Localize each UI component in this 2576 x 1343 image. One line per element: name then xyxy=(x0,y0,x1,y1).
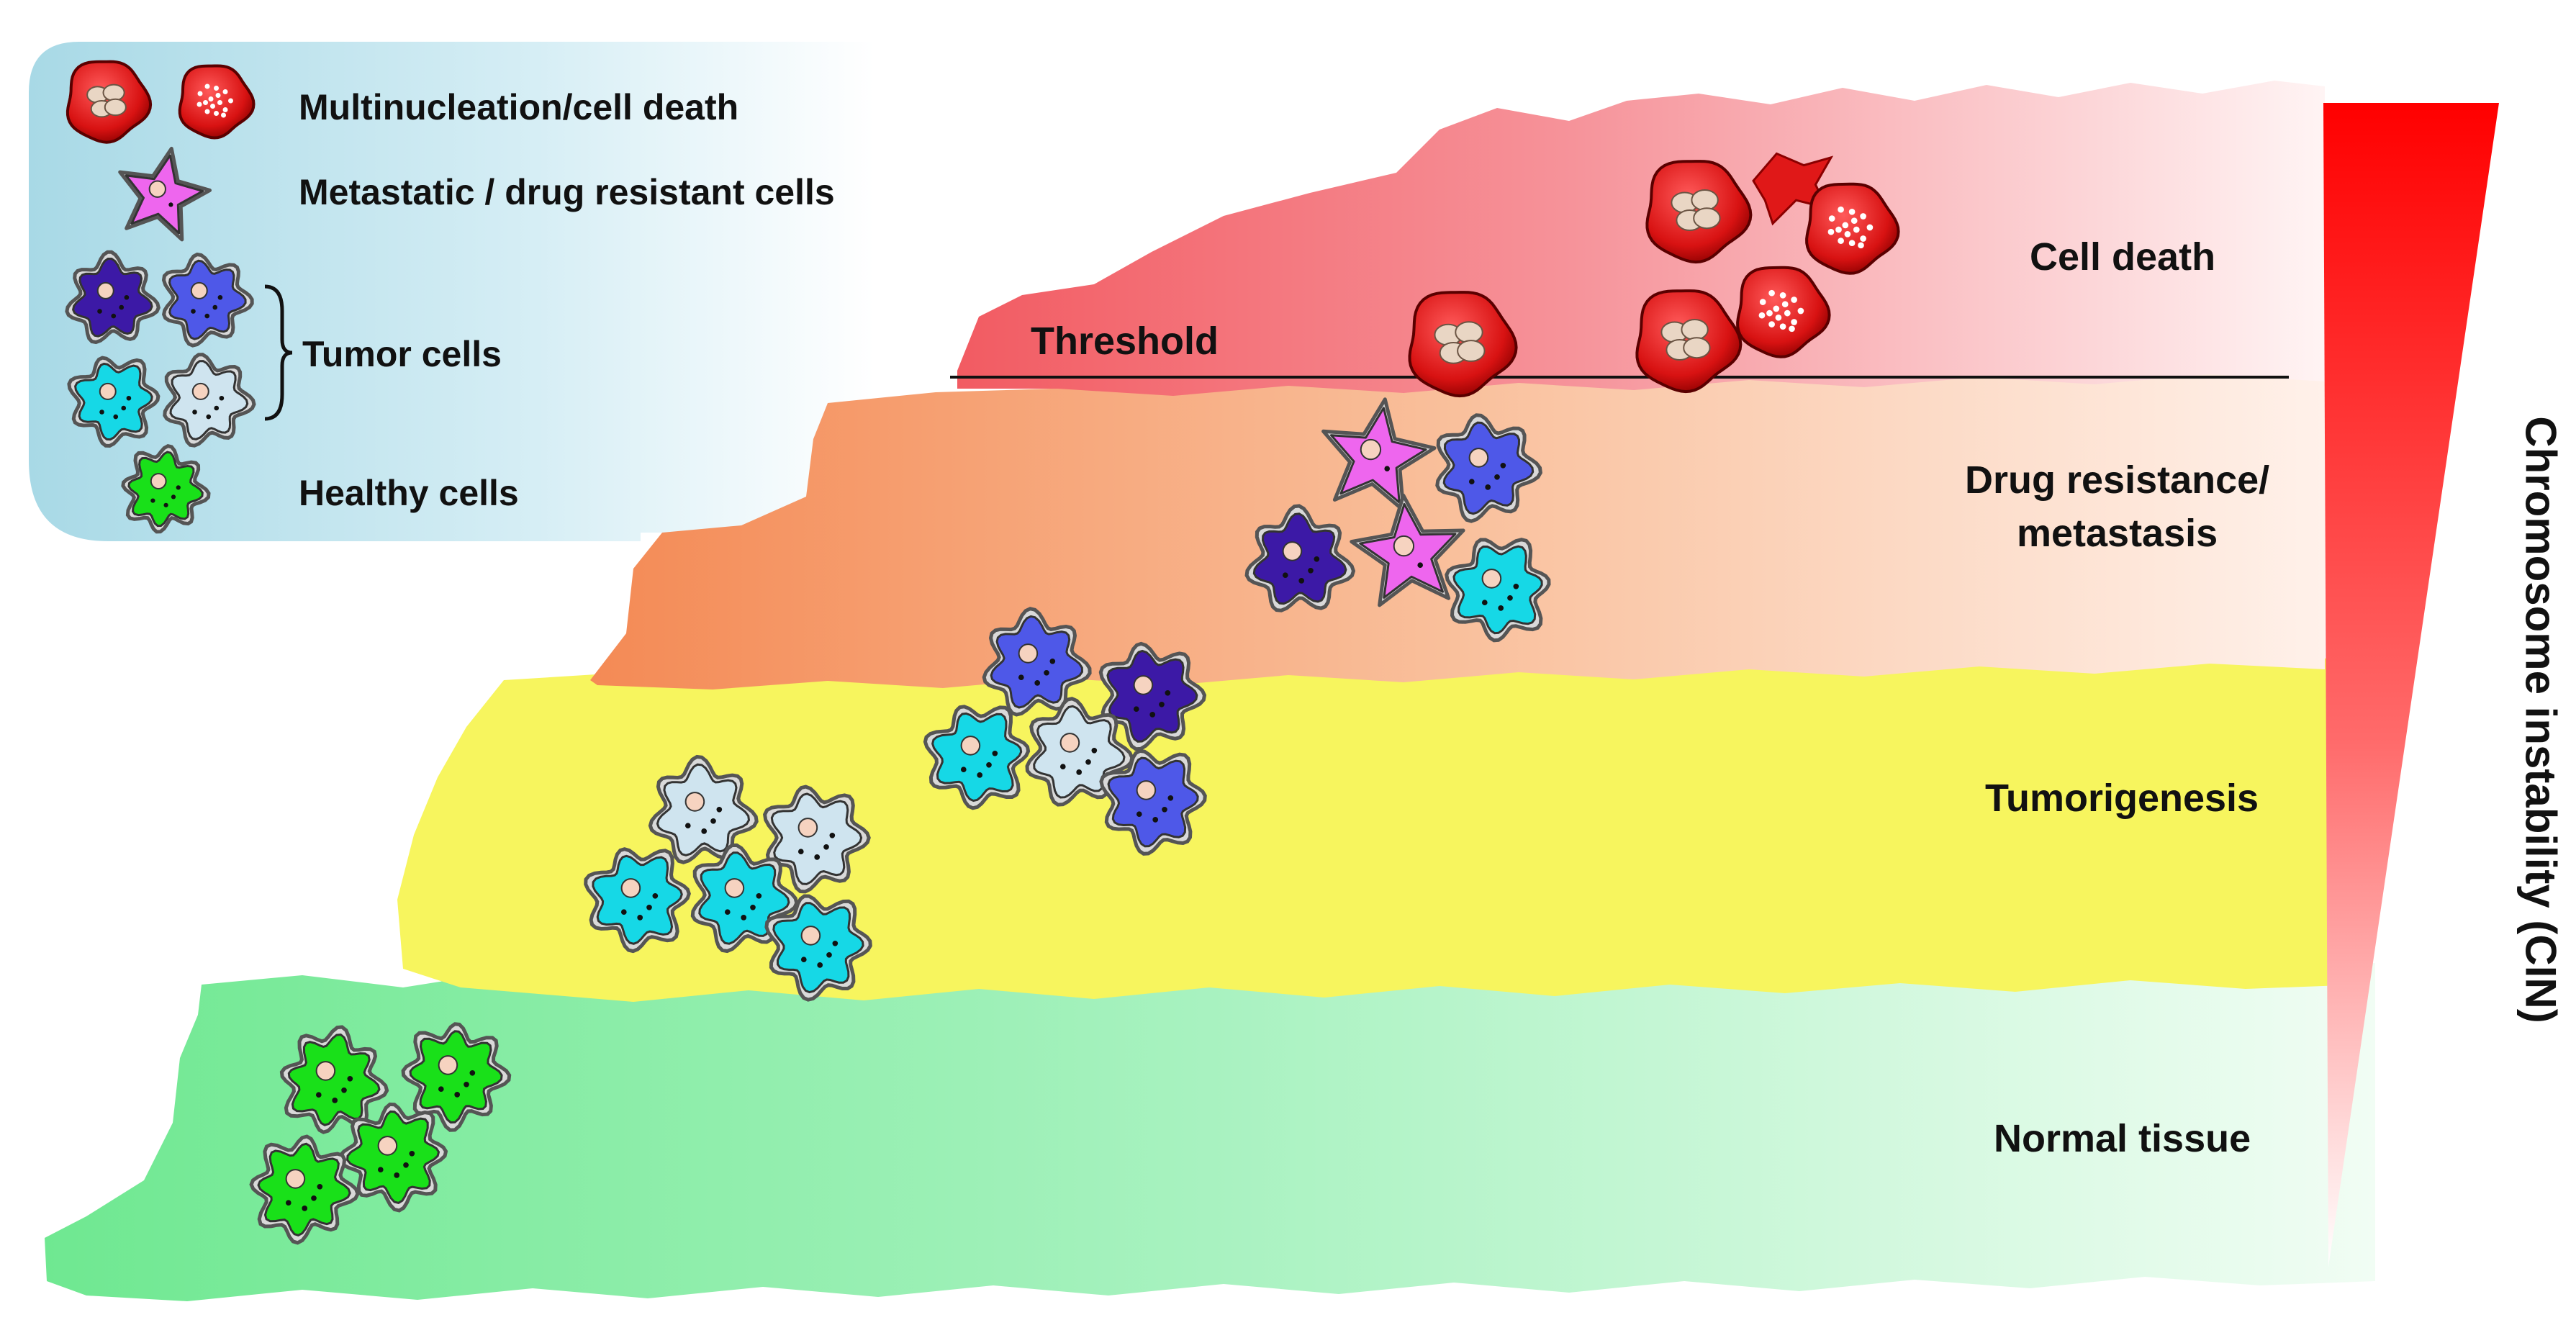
tumor-cell-cyan xyxy=(764,894,872,1002)
legend-icon-multinucleation xyxy=(65,60,153,144)
healthy-cell xyxy=(401,1022,512,1132)
axis-label-cin: Chromosome instability (CIN) xyxy=(2516,416,2565,1023)
tumor-cell-pale xyxy=(763,784,871,894)
stage-label-drug-resistance-line2: metastasis xyxy=(2016,512,2218,555)
tumor-cell-blue xyxy=(1099,749,1207,856)
legend-label-tumor: Tumor cells xyxy=(302,334,502,374)
stage-label-normal-tissue: Normal tissue xyxy=(1994,1117,2251,1160)
cell-layer xyxy=(65,60,1900,1245)
tumor-cell-cyan xyxy=(584,847,691,954)
tumor-cell-dark-purple xyxy=(1244,504,1356,612)
legend-icon-tumor-pale xyxy=(163,353,256,448)
stage-label-cell-death: Cell death xyxy=(2030,235,2216,279)
stage-label-tumorigenesis: Tumorigenesis xyxy=(1985,777,2259,820)
band-normal-tissue xyxy=(45,953,2375,1301)
dying-cell-multinucleated xyxy=(1635,289,1743,394)
band-cell-death xyxy=(957,81,2325,396)
dying-cell-multinucleated xyxy=(1645,160,1753,264)
healthy-cell xyxy=(338,1102,448,1213)
legend-icon-metastatic xyxy=(118,146,212,242)
legend-icon-tumor-blue xyxy=(161,252,254,348)
tumor-cell-cyan xyxy=(923,705,1031,810)
legend-icon-fragmented-cell xyxy=(178,64,256,140)
cin-gradient-wedge xyxy=(2323,103,2499,1267)
dying-cell-fragmented xyxy=(1736,266,1831,358)
stage-label-drug-resistance: Drug resistance/ metastasis xyxy=(1965,453,2269,560)
dying-cell-fragmented xyxy=(1805,182,1900,275)
stage-label-drug-resistance-line1: Drug resistance/ xyxy=(1965,458,2270,502)
metastatic-cell xyxy=(1350,493,1465,607)
legend-label-metastatic: Metastatic / drug resistant cells xyxy=(299,172,835,212)
legend-icon-tumor-cyan xyxy=(67,356,161,448)
band-tumorigenesis xyxy=(397,648,2368,1002)
legend-panel xyxy=(29,42,875,541)
tumor-cell-blue xyxy=(982,607,1092,717)
healthy-cell xyxy=(279,1025,389,1134)
healthy-cell xyxy=(249,1134,360,1245)
tumor-cells-bracket xyxy=(264,284,293,421)
tumor-cell-cyan xyxy=(1445,538,1551,643)
dying-cell-multinucleated xyxy=(1408,291,1518,398)
threshold-label: Threshold xyxy=(1031,320,1219,363)
metastatic-cell xyxy=(1321,397,1437,512)
tumor-cell-dark-purple xyxy=(1098,641,1207,751)
legend-label-healthy: Healthy cells xyxy=(299,473,519,513)
legend-icon-tumor-dark-purple xyxy=(65,250,161,345)
tumor-cell-blue xyxy=(1435,413,1542,523)
legend-icon-healthy xyxy=(121,444,211,534)
legend-label-multinucleation: Multinucleation/cell death xyxy=(299,87,739,127)
